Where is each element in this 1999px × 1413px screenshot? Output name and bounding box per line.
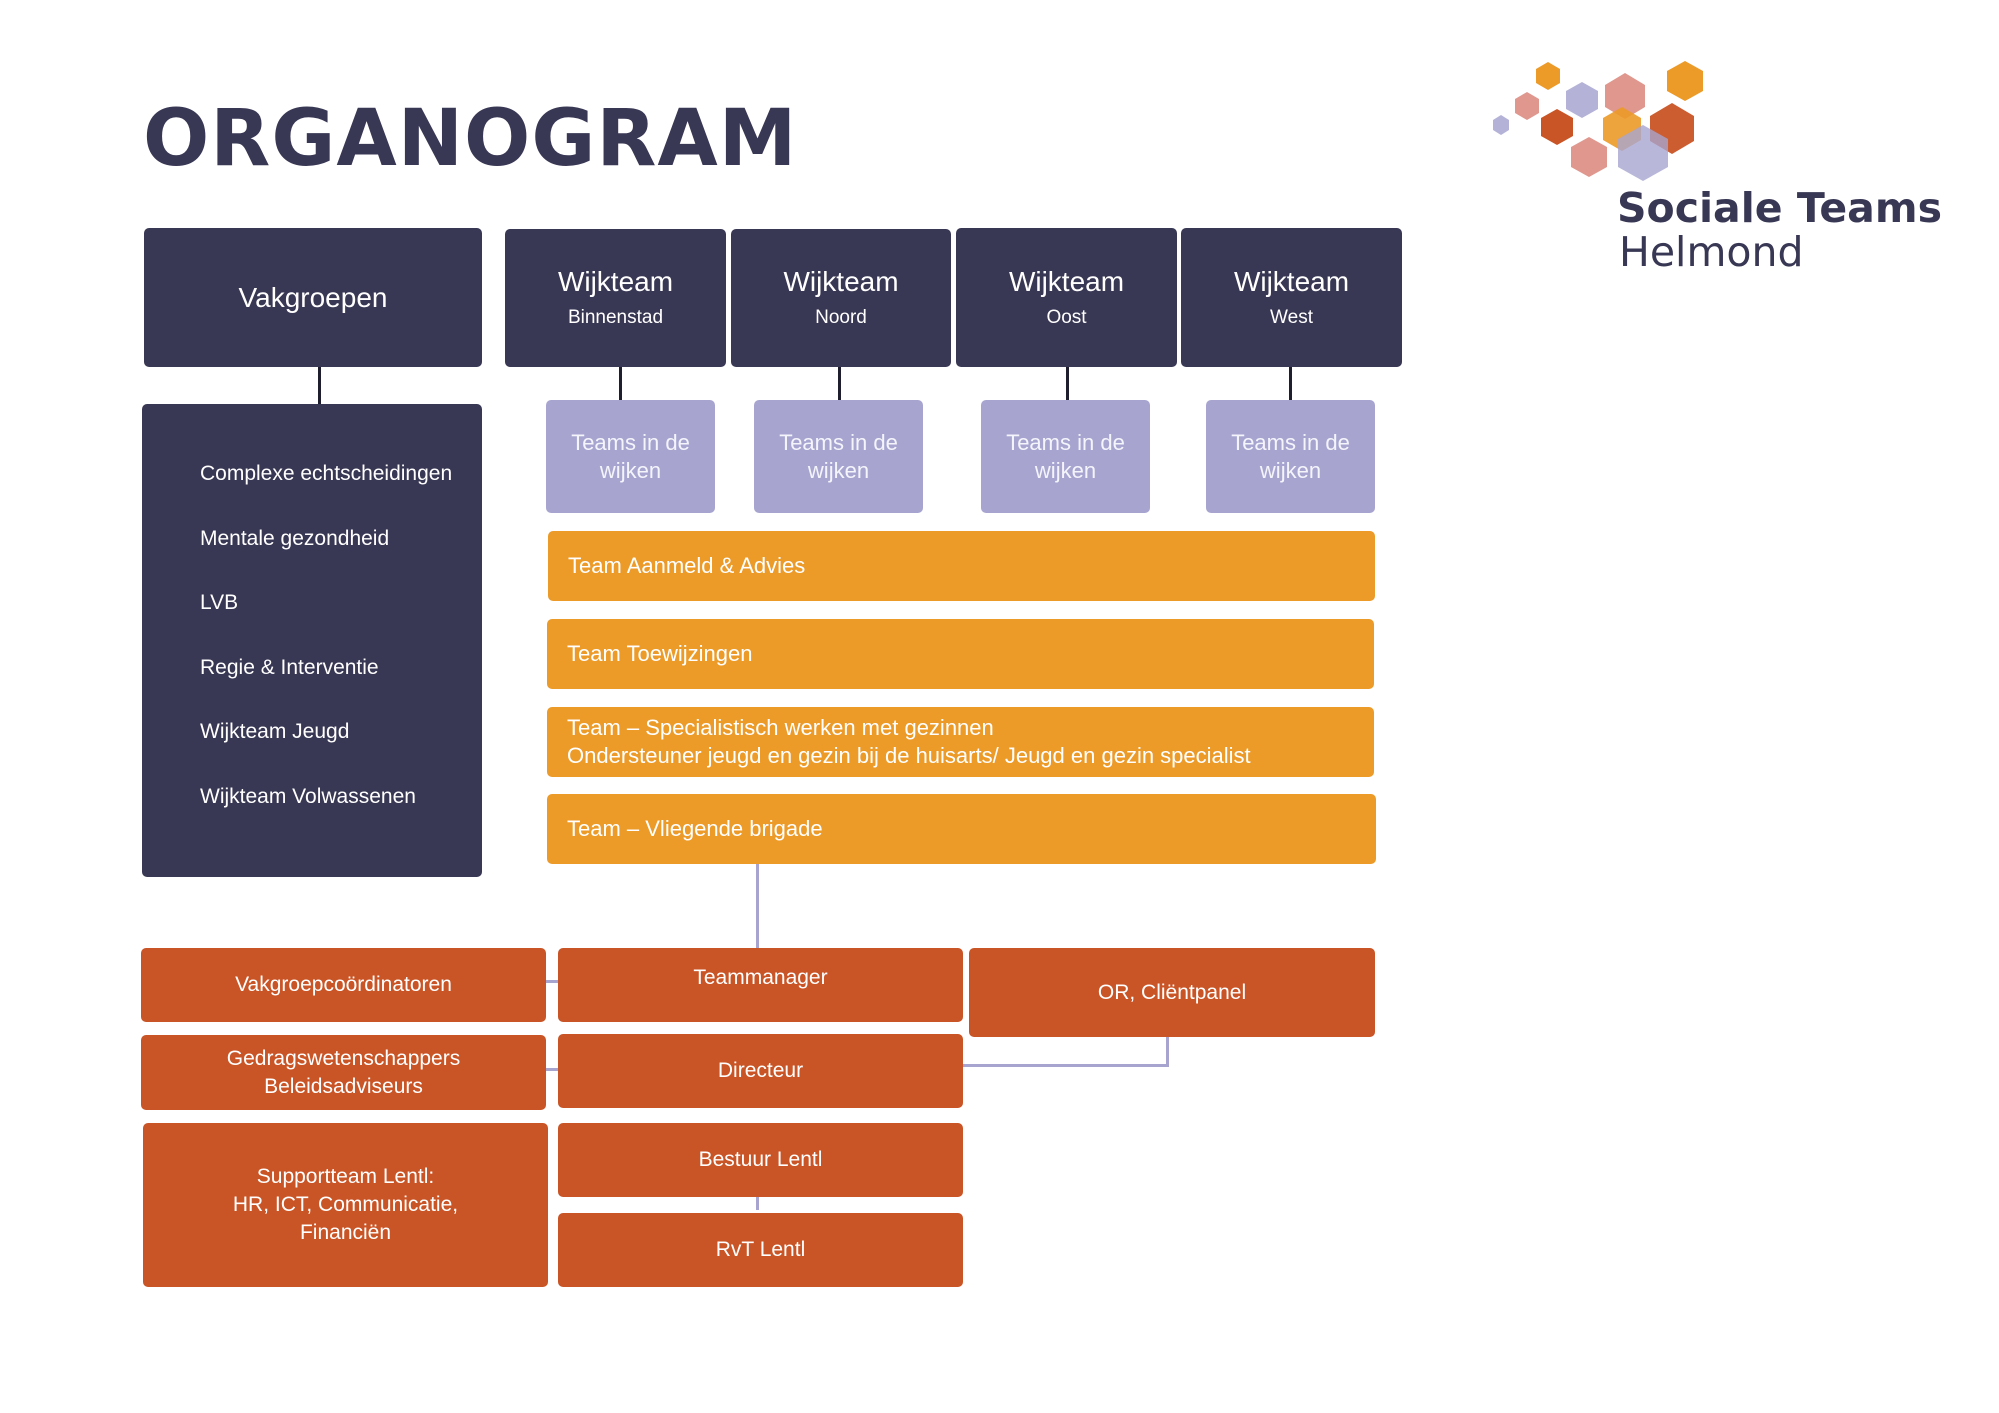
team-label-sub: Ondersteuner jeugd en gezin bij de huisa…: [567, 743, 1251, 768]
gedragswetenschappers-box: Gedragswetenschappers Beleidsadviseurs: [141, 1035, 546, 1110]
list-item: Complexe echtscheidingen: [200, 462, 453, 485]
box-label: Supportteam Lentl:: [256, 1165, 435, 1188]
teams-label: Teams in de wijken: [571, 429, 690, 483]
supportteam-box: Supportteam Lentl: HR, ICT, Communicatie…: [143, 1123, 548, 1287]
directeur-box: Directeur: [558, 1034, 963, 1108]
team-label: Team Aanmeld & Advies: [568, 553, 806, 578]
connector-line: [546, 980, 558, 983]
logo-text-line2: Helmond: [1619, 228, 1804, 276]
wijkteam-title: Wijkteam: [557, 266, 674, 297]
wijkteam-subtitle: West: [1270, 306, 1313, 328]
list-item: Wijkteam Volwassenen: [200, 784, 416, 808]
box-label: Directeur: [717, 1059, 804, 1082]
wijkteam-title: Wijkteam: [1233, 265, 1350, 297]
bestuur-lentl-box: Bestuur Lentl: [558, 1123, 963, 1197]
box-label: Financiën: [299, 1221, 392, 1244]
team-vliegende-brigade: Team – Vliegende brigade: [547, 794, 1376, 864]
connector-line: [756, 1190, 759, 1210]
teams-in-de-wijken-oost: Teams in de wijken: [981, 400, 1150, 513]
wijkteam-subtitle: Binnenstad: [567, 307, 664, 328]
team-toewijzingen: Team Toewijzingen: [547, 619, 1374, 689]
wijkteam-subtitle: Noord: [815, 307, 867, 328]
rvt-lentl-box: RvT Lentl: [558, 1213, 963, 1287]
teams-in-de-wijken-noord: Teams in de wijken: [754, 400, 923, 513]
box-label: HR, ICT, Communicatie,: [232, 1193, 459, 1216]
wijkteam-west: Wijkteam West: [1181, 228, 1402, 367]
teams-label: Teams in de wijken: [1231, 429, 1350, 483]
vakgroepen-header: Vakgroepen: [144, 228, 482, 367]
teams-in-de-wijken-west: Teams in de wijken: [1206, 400, 1375, 513]
connector-line: [546, 1068, 558, 1071]
list-item: Regie & Interventie: [200, 655, 379, 679]
wijkteam-title: Wijkteam: [783, 266, 899, 297]
or-clientpanel-box: OR, Cliëntpanel: [969, 948, 1375, 1037]
vakgroepen-title: Vakgroepen: [238, 281, 388, 313]
team-label: Team Toewijzingen: [567, 641, 753, 666]
wijkteam-title: Wijkteam: [1008, 265, 1125, 297]
connector-line: [958, 1064, 1169, 1067]
list-item: LVB: [200, 591, 239, 615]
team-aanmeld-advies: Team Aanmeld & Advies: [548, 531, 1375, 601]
box-label: Beleidsadviseurs: [264, 1074, 423, 1098]
team-label: Team – Specialistisch werken met gezinne…: [567, 715, 994, 740]
list-item: Wijkteam Jeugd: [200, 720, 350, 744]
teams-in-de-wijken-binnenstad: Teams in de wijken: [546, 400, 715, 513]
wijkteam-oost: Wijkteam Oost: [956, 228, 1177, 367]
page-title: ORGANOGRAM: [143, 94, 798, 184]
wijkteam-noord: Wijkteam Noord: [731, 229, 951, 367]
vakgroepen-list-panel: Complexe echtscheidingen Mentale gezondh…: [142, 404, 482, 877]
connector-line: [756, 864, 759, 948]
vakgroepcoordinatoren-box: Vakgroepcoördinatoren: [141, 948, 546, 1022]
connector-line: [318, 367, 321, 404]
box-label: Teammanager: [693, 966, 828, 989]
teams-label: Teams in de wijken: [779, 429, 898, 483]
logo-hexagons: [1493, 61, 1703, 181]
teammanager-box: Teammanager: [558, 948, 963, 1022]
connector-line: [838, 367, 841, 400]
list-item: Mentale gezondheid: [200, 526, 390, 550]
box-label: Gedragswetenschappers: [226, 1046, 461, 1070]
box-label: RvT Lentl: [715, 1238, 806, 1261]
connector-line: [1289, 367, 1292, 400]
box-label: Bestuur Lentl: [698, 1148, 823, 1171]
box-label: OR, Cliëntpanel: [1097, 980, 1247, 1004]
teams-label: Teams in de wijken: [1006, 429, 1125, 483]
logo-text-line1: Sociale Teams: [1617, 184, 1942, 232]
wijkteam-subtitle: Oost: [1046, 306, 1087, 328]
hexagon-logo-icon: [1493, 61, 1703, 181]
team-label: Team – Vliegende brigade: [567, 816, 823, 841]
box-label: Vakgroepcoördinatoren: [235, 973, 452, 996]
team-specialistisch: Team – Specialistisch werken met gezinne…: [547, 707, 1374, 777]
connector-line: [1166, 1032, 1169, 1067]
wijkteam-binnenstad: Wijkteam Binnenstad: [505, 229, 726, 367]
vakgroepen-list: Complexe echtscheidingen Mentale gezondh…: [200, 460, 482, 848]
connector-line: [619, 367, 622, 400]
connector-line: [1066, 367, 1069, 400]
